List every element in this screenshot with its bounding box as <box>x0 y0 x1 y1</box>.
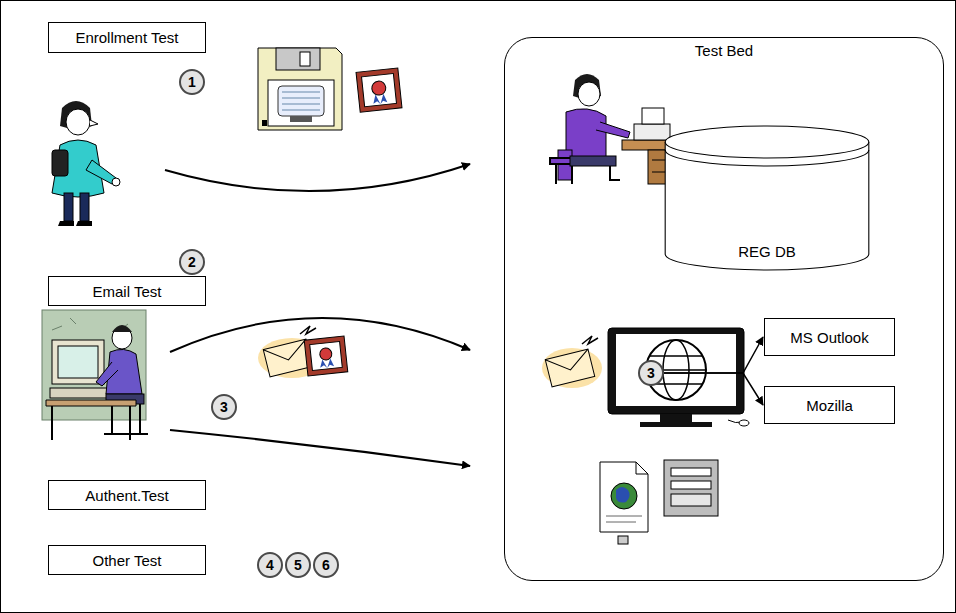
node-label: Test Bed <box>505 42 943 59</box>
node-label: Enrollment Test <box>75 29 178 46</box>
server-box <box>664 460 718 516</box>
callout-text: 2 <box>188 254 196 270</box>
callout-number: 6 <box>313 552 339 578</box>
flow-arrow <box>170 318 470 352</box>
mail-computer <box>542 328 749 427</box>
callout-number: 3 <box>211 394 237 420</box>
test-box: Other Test <box>48 545 206 575</box>
callout-text: 5 <box>294 557 302 573</box>
floppy-disk <box>258 48 342 130</box>
callout-number: 1 <box>179 69 205 95</box>
connector-arrow <box>664 373 763 405</box>
callout-text: 3 <box>647 365 655 381</box>
callout-number: 5 <box>285 552 311 578</box>
node-label: MS Outlook <box>790 329 868 346</box>
test-box: Enrollment Test <box>48 22 206 53</box>
callout-number: 4 <box>257 552 283 578</box>
computer-user <box>42 310 148 440</box>
test-box: Email Test <box>48 276 206 306</box>
node-label: REG DB <box>663 243 871 260</box>
flow-arrow <box>165 164 470 191</box>
standing-person <box>52 101 120 226</box>
test-box: Authent.Test <box>48 480 206 510</box>
certificate <box>304 336 348 376</box>
callout-text: 1 <box>188 74 196 90</box>
node-label: Other Test <box>93 552 162 569</box>
database-cylinder: REG DB <box>663 124 871 272</box>
client-box: Mozilla <box>764 386 895 424</box>
callout-number: 2 <box>179 249 205 275</box>
certificate <box>356 68 402 112</box>
flow-arrow <box>170 430 470 466</box>
callout-number: 3 <box>638 360 664 386</box>
node-label: Email Test <box>93 283 162 300</box>
client-box: MS Outlook <box>764 318 895 356</box>
callout-text: 3 <box>220 399 228 415</box>
node-label: Authent.Test <box>85 487 168 504</box>
node-label: Mozilla <box>806 397 853 414</box>
callout-text: 4 <box>266 557 274 573</box>
test-bed-container: Test BedREG DB 3 MS OutlookMozilla <box>504 37 944 581</box>
web-document <box>600 462 648 544</box>
connector-arrow <box>664 337 763 373</box>
callout-text: 6 <box>322 557 330 573</box>
